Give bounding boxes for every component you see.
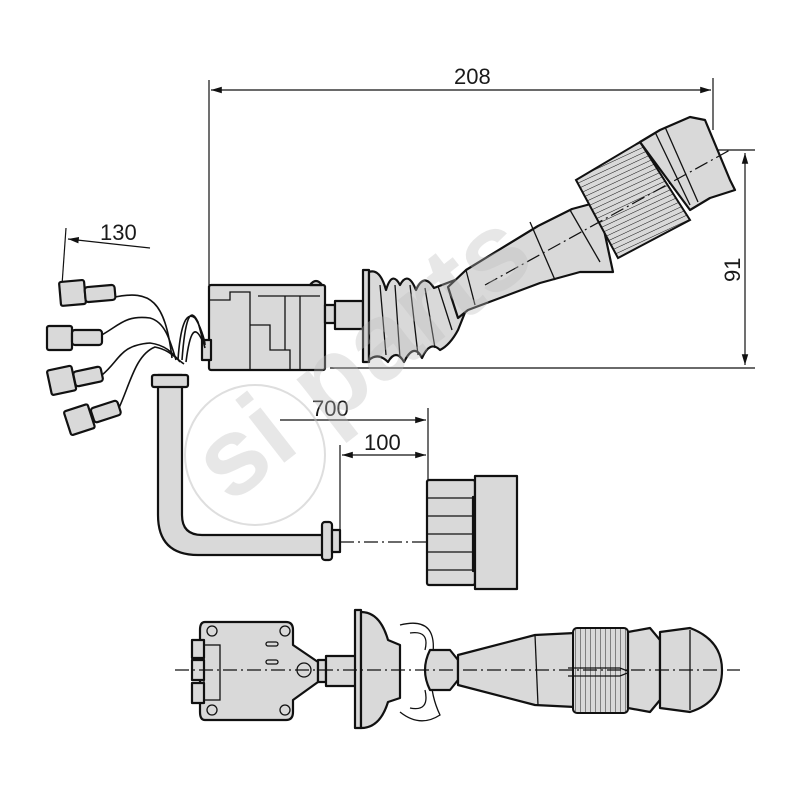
switch-body-side (200, 279, 365, 372)
terminal-1 (58, 278, 117, 307)
lever-stalk-side (446, 115, 737, 320)
dimension-wire-lead: 130 (61, 220, 151, 286)
rubber-boot-side (361, 268, 472, 364)
top-view (175, 608, 740, 730)
dimension-connector-offset: 100 (339, 430, 426, 540)
wire-terminals (45, 278, 122, 437)
dimension-label-208: 208 (454, 64, 491, 89)
dimension-label-700: 700 (312, 396, 349, 421)
terminal-4 (63, 399, 122, 437)
dimension-cable: 700 (280, 396, 429, 480)
dimension-lever-height: 91 (330, 149, 755, 369)
dimension-label-91: 91 (720, 258, 745, 282)
plug-connector (425, 474, 519, 591)
terminal-2 (45, 324, 104, 352)
dimension-label-100: 100 (364, 430, 401, 455)
cable-sleeve (150, 373, 342, 562)
dimension-overall-length: 208 (208, 64, 714, 285)
dimension-label-130: 130 (100, 220, 137, 245)
wire-leads (99, 294, 206, 411)
terminal-3 (46, 364, 104, 396)
